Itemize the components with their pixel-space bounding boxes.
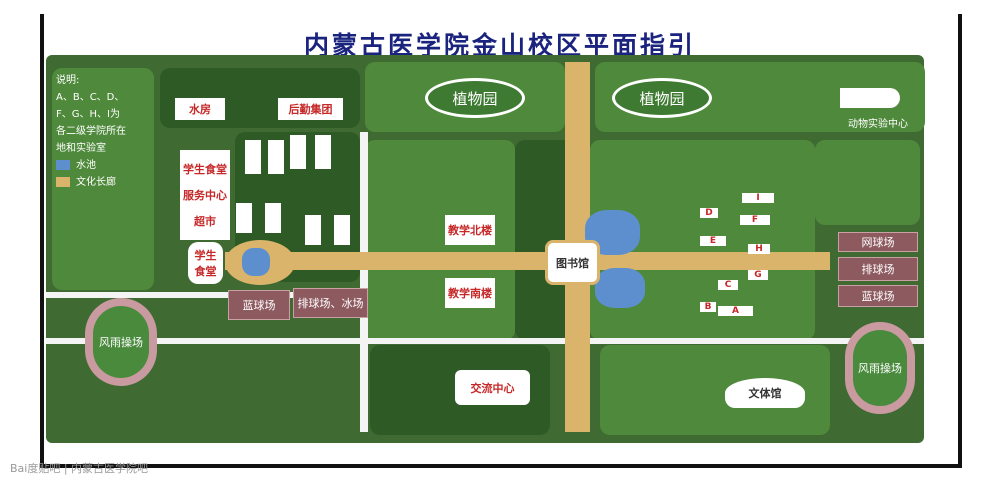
building-h[interactable]: H <box>748 244 770 254</box>
legend-item-corridor: 文化长廊 <box>56 174 151 191</box>
label: E <box>709 236 717 246</box>
gym-right[interactable]: 风雨操场 <box>845 322 915 414</box>
label: 文体馆 <box>748 387 782 400</box>
map-frame <box>40 14 962 468</box>
dorm <box>305 215 321 245</box>
label: 后勤集团 <box>288 103 333 116</box>
dorm <box>268 140 284 174</box>
building-b[interactable]: B <box>700 302 716 312</box>
dorm <box>265 203 281 233</box>
library[interactable]: 图书馆 <box>545 240 600 285</box>
label: F <box>751 215 759 225</box>
watermark: Bai度贴吧 | 内蒙古医学院吧 <box>10 462 149 475</box>
label: 教学南楼 <box>448 287 492 300</box>
building-f[interactable]: F <box>740 215 770 225</box>
culture-corridor-ew <box>225 252 830 270</box>
pond <box>595 268 645 308</box>
canteen-service-center[interactable]: 学生食堂 服务中心 超市 <box>180 150 230 240</box>
pond <box>242 248 270 276</box>
legend-line: F、G、H、I为 <box>56 109 120 120</box>
water-room[interactable]: 水房 <box>175 98 225 120</box>
basketball-court-left[interactable]: 蓝球场 <box>228 290 290 320</box>
dorm <box>315 135 331 169</box>
dorm <box>290 135 306 169</box>
animal-field <box>815 140 920 225</box>
botanical-garden-1[interactable]: 植物园 <box>425 78 525 118</box>
teaching-south-building[interactable]: 教学南楼 <box>445 278 495 308</box>
label: G <box>754 270 762 280</box>
legend-item-pond: 水池 <box>56 157 151 174</box>
building-d[interactable]: D <box>700 208 718 218</box>
botanical-garden-2[interactable]: 植物园 <box>612 78 712 118</box>
dorm <box>245 140 261 174</box>
legend-label: 文化长廊 <box>76 177 116 188</box>
volleyball-court-right[interactable]: 排球场 <box>838 257 918 281</box>
legend-label: 水池 <box>76 160 96 171</box>
label: 植物园 <box>452 89 498 108</box>
sports-hall[interactable]: 文体馆 <box>725 378 805 408</box>
label: I <box>756 193 760 203</box>
dorm <box>236 203 252 233</box>
label: 风雨操场 <box>853 330 907 406</box>
building-i[interactable]: I <box>742 193 774 203</box>
road <box>360 132 368 432</box>
building-a[interactable]: A <box>718 306 753 316</box>
road <box>46 338 924 344</box>
basketball-court-right[interactable]: 蓝球场 <box>838 285 918 307</box>
label: 学生 <box>194 249 217 262</box>
legend-heading: 说明: <box>56 75 80 86</box>
teaching-north-building[interactable]: 教学北楼 <box>445 215 495 245</box>
student-canteen[interactable]: 学生 食堂 <box>188 242 223 284</box>
label: 服务中心 <box>183 189 227 202</box>
tennis-court[interactable]: 网球场 <box>838 232 918 252</box>
corridor-swatch <box>56 177 70 187</box>
supermarket-label: 超市 <box>194 215 216 228</box>
label: B <box>704 302 712 312</box>
road <box>46 292 366 298</box>
label: 风雨操场 <box>93 306 149 378</box>
label: 图书馆 <box>556 256 589 270</box>
building-e[interactable]: E <box>700 236 726 246</box>
label: C <box>724 280 732 290</box>
label: 学生食堂 <box>183 163 227 176</box>
animal-center-building <box>840 88 900 108</box>
pond-swatch <box>56 160 70 170</box>
map-legend: 说明: A、B、C、D、 F、G、H、I为 各二级学院所在 地和实验室 水池 文… <box>56 72 151 191</box>
label: 交流中心 <box>470 381 515 395</box>
label: 植物园 <box>639 89 685 108</box>
dorm <box>334 215 350 245</box>
label: D <box>705 208 713 218</box>
legend-line: 地和实验室 <box>56 143 106 154</box>
building-c[interactable]: C <box>718 280 738 290</box>
animal-center-label[interactable]: 动物实验中心 <box>848 119 908 130</box>
label: H <box>755 244 763 254</box>
building-g[interactable]: G <box>748 270 768 280</box>
exchange-center[interactable]: 交流中心 <box>455 370 530 405</box>
label: 食堂 <box>194 265 217 278</box>
legend-line: A、B、C、D、 <box>56 92 125 103</box>
logistics-group[interactable]: 后勤集团 <box>278 98 343 120</box>
volleyball-ice-rink[interactable]: 排球场、冰场 <box>293 288 368 318</box>
gym-left[interactable]: 风雨操场 <box>85 298 157 386</box>
label: 教学北楼 <box>448 224 492 237</box>
legend-line: 各二级学院所在 <box>56 126 126 137</box>
label: A <box>732 306 739 316</box>
label: 水房 <box>189 103 211 116</box>
